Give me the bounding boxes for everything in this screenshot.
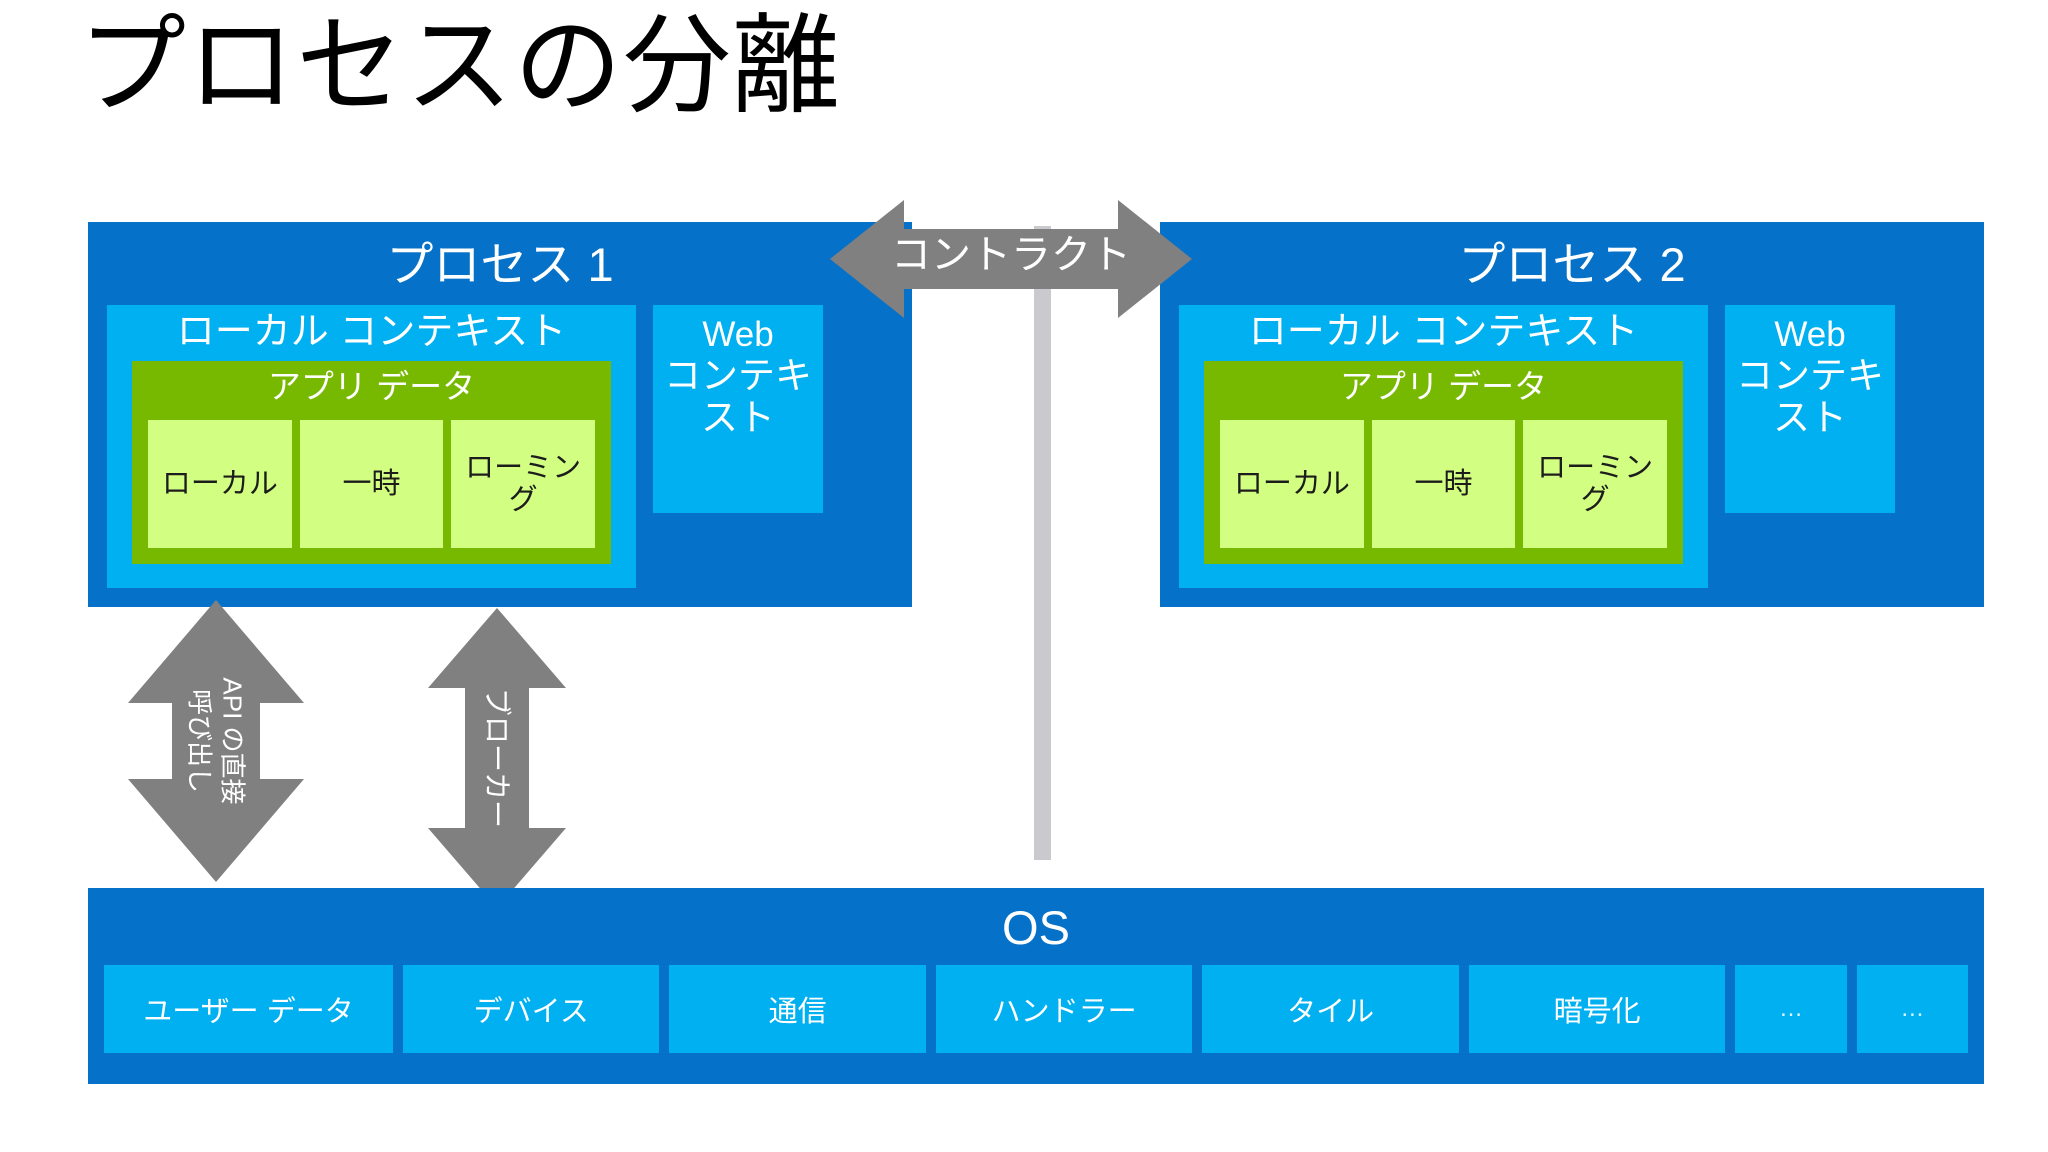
app-data-tile-roaming: ローミング [1523,420,1668,548]
process-1-app-data-tiles: ローカル 一時 ローミング [148,420,596,548]
process-2-app-data-title: アプリ データ [1339,368,1548,405]
process-2-local-context-title: ローカル コンテキスト [1248,311,1639,353]
os-tile-encryption: 暗号化 [1468,965,1726,1053]
process-2-local-context: ローカル コンテキスト アプリ データ ローカル 一時 ローミング [1179,305,1708,588]
os-tile-tiles: タイル [1202,965,1459,1053]
app-data-tile-temporary: 一時 [1371,420,1516,548]
process-1-web-context-line2: コンテキスト [664,355,812,439]
process-1-local-context: ローカル コンテキスト アプリ データ ローカル 一時 ローミング [107,305,636,588]
process-block-1: プロセス 1 ローカル コンテキスト アプリ データ ローカル 一時 ローミング… [88,222,912,607]
double-horizontal-arrow-icon [830,200,1192,318]
app-data-tile-local: ローカル [148,420,292,548]
os-tile-ellipsis-2: … [1856,965,1969,1053]
os-tile-communication: 通信 [669,965,926,1053]
process-1-web-context-line1: Web [702,315,774,354]
process-1-title: プロセス 1 [386,238,614,291]
os-tiles-row: ユーザー データ デバイス 通信 ハンドラー タイル 暗号化 … … [104,965,1969,1053]
process-1-app-data-title: アプリ データ [267,368,476,405]
process-2-web-context-line2: コンテキスト [1736,355,1884,439]
app-data-tile-roaming: ローミング [451,420,596,548]
os-tile-handler: ハンドラー [935,965,1193,1053]
process-2-title: プロセス 2 [1458,238,1686,291]
contract-double-arrow: コントラクト [830,200,1192,318]
process-boundary-divider [1034,226,1051,860]
process-1-local-context-title: ローカル コンテキスト [176,311,567,353]
os-title: OS [1002,901,1070,954]
app-data-tile-temporary: 一時 [299,420,444,548]
double-vertical-arrow-icon [428,608,566,908]
process-1-app-data: アプリ データ ローカル 一時 ローミング [132,361,611,564]
process-2-web-context-line1: Web [1774,315,1846,354]
process-block-2: プロセス 2 ローカル コンテキスト アプリ データ ローカル 一時 ローミング… [1160,222,1984,607]
os-tile-user-data: ユーザー データ [104,965,393,1053]
app-data-tile-local: ローカル [1220,420,1364,548]
api-direct-call-double-arrow: API の直接呼び出し [128,600,304,882]
os-block: OS ユーザー データ デバイス 通信 ハンドラー タイル 暗号化 … … [88,888,1984,1084]
process-2-app-data-tiles: ローカル 一時 ローミング [1220,420,1668,548]
process-2-app-data: アプリ データ ローカル 一時 ローミング [1204,361,1683,564]
double-vertical-arrow-icon [128,600,304,882]
os-tile-devices: デバイス [402,965,660,1053]
broker-double-arrow: ブローカー [428,608,566,908]
os-tile-ellipsis-1: … [1735,965,1847,1053]
page-title: プロセスの分離 [78,5,842,126]
